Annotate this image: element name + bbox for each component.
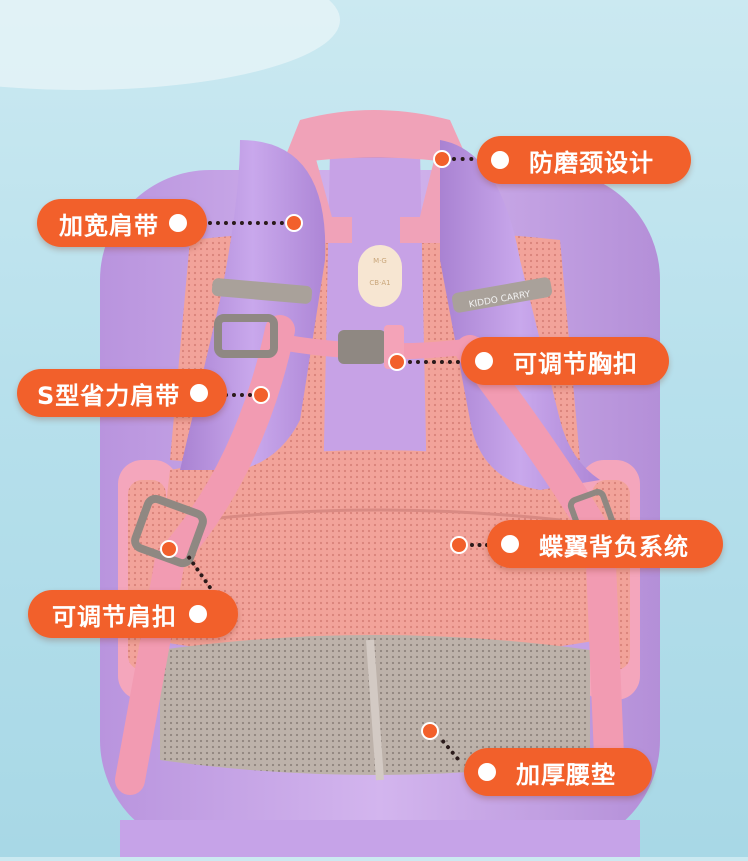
neck-leader [452, 157, 482, 161]
chest-buckle-leader [408, 360, 468, 364]
callout-shoulder-buckle: 可调节肩扣 [28, 590, 238, 638]
callout-s-strap: S型省力肩带 [17, 369, 227, 417]
callout-dot [169, 214, 187, 232]
callout-neck-label: 防磨颈设计 [529, 148, 654, 177]
callout-back-system-label: 蝶翼背负系统 [539, 532, 689, 561]
neck-anchor [433, 150, 451, 168]
callout-dot [189, 605, 207, 623]
right-shoulder-strap [440, 140, 600, 490]
callout-dot [501, 535, 519, 553]
callout-waist-pad-label: 加厚腰垫 [516, 760, 616, 789]
callout-s-strap-label: S型省力肩带 [37, 381, 181, 410]
badge-bottom-text: CB·A1 [369, 279, 390, 287]
callout-dot [190, 384, 209, 402]
callout-dot [478, 763, 496, 781]
back-system-anchor [450, 536, 468, 554]
waist-pad-anchor [421, 722, 439, 740]
callout-wide-strap: 加宽肩带 [37, 199, 207, 247]
chest-buckle-anchor [388, 353, 406, 371]
callout-neck: 防磨颈设计 [477, 136, 691, 184]
badge-top-text: M·G [373, 257, 387, 265]
wide-strap-leader [200, 221, 284, 225]
callout-dot [475, 352, 493, 370]
wide-strap-anchor [285, 214, 303, 232]
neck-pad [282, 110, 470, 165]
badge [358, 245, 402, 307]
wing-back-panel [150, 450, 600, 670]
callout-dot [491, 151, 509, 169]
s-strap-leader [224, 393, 252, 397]
callout-waist-pad: 加厚腰垫 [464, 748, 652, 796]
shoulder-buckle-anchor [160, 540, 178, 558]
callout-chest-buckle: 可调节胸扣 [461, 337, 669, 385]
callout-shoulder-buckle-label: 可调节肩扣 [52, 602, 177, 631]
chest-buckle-shape [338, 330, 386, 364]
callout-wide-strap-label: 加宽肩带 [59, 211, 159, 240]
callout-back-system: 蝶翼背负系统 [487, 520, 723, 568]
callout-chest-buckle-label: 可调节胸扣 [513, 349, 638, 378]
s-strap-anchor [252, 386, 270, 404]
